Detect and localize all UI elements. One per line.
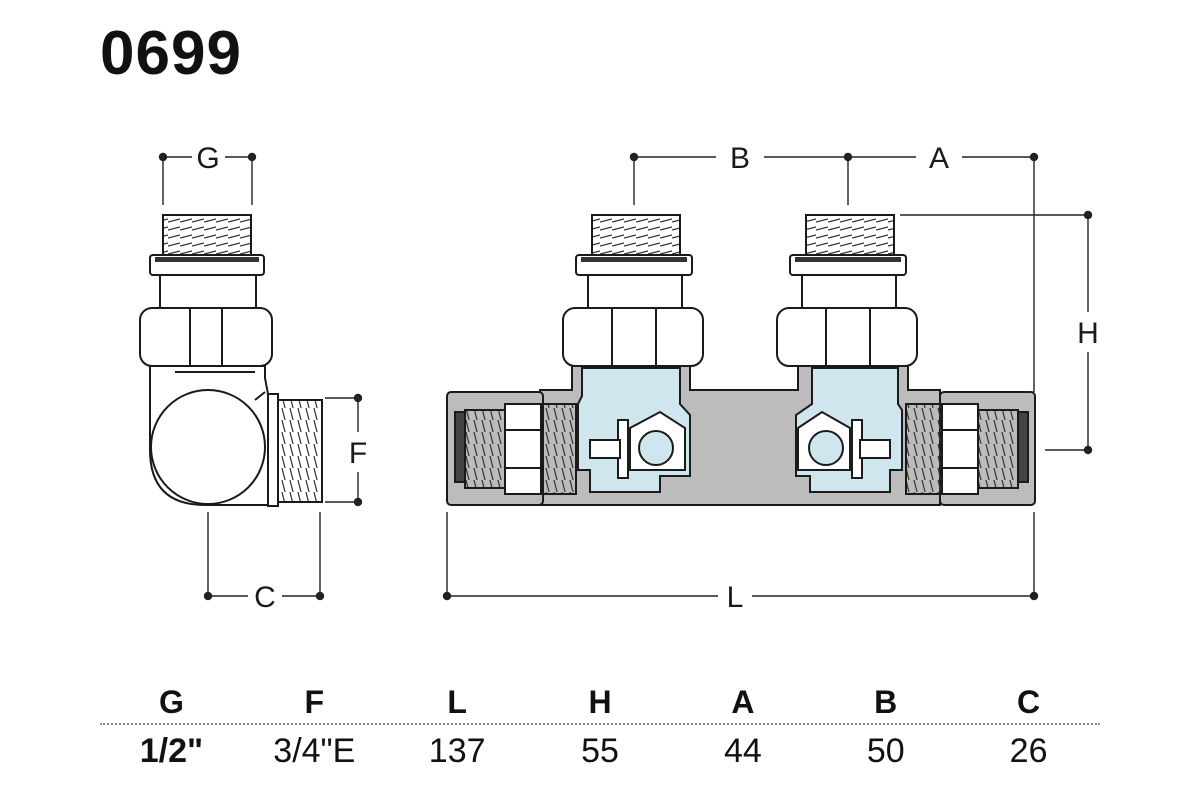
front-right-top-thread — [805, 214, 895, 256]
table-value-a: 44 — [723, 732, 762, 770]
table-value-c: 26 — [1009, 732, 1048, 770]
table-header-g: G — [158, 684, 184, 720]
table-divider — [100, 723, 1100, 725]
side-top-thread — [162, 214, 252, 256]
side-hex-nut — [139, 307, 273, 367]
side-collar — [159, 274, 257, 309]
technical-drawing: G F C B A H L — [139, 142, 1099, 614]
side-dimensions — [158, 152, 363, 601]
dim-label-f: F — [349, 437, 367, 470]
front-left-hex-nut — [562, 307, 704, 367]
table-header-c: C — [1017, 684, 1041, 720]
front-right-thread — [977, 409, 1019, 489]
table-header-row: G F L H A B C — [100, 683, 1100, 721]
side-round-cap — [150, 389, 266, 505]
front-left-thread — [464, 409, 506, 489]
table-value-h: 55 — [581, 732, 619, 770]
dim-label-l: L — [727, 581, 744, 614]
dim-label-a: A — [929, 142, 949, 175]
dimension-table: G F L H A B C 1/2" 3/4"E 137 55 44 50 26 — [100, 683, 1100, 773]
table-value-row: 1/2" 3/4"E 137 55 44 50 26 — [100, 729, 1100, 773]
table-value-l: 137 — [428, 732, 486, 770]
dim-label-c: C — [254, 581, 276, 614]
front-left-top-thread — [591, 214, 681, 256]
side-outlet-thread — [277, 399, 323, 503]
dim-label-g: G — [196, 142, 219, 175]
product-code-title: 0699 — [100, 19, 242, 88]
front-dimensions — [442, 152, 1093, 601]
table-value-g: 1/2" — [139, 732, 204, 770]
dim-label-b: B — [730, 142, 750, 175]
table-header-b: B — [874, 684, 898, 720]
front-left-ball — [638, 430, 674, 466]
table-header-a: A — [731, 684, 755, 720]
table-value-b: 50 — [866, 732, 905, 770]
dim-label-h: H — [1077, 317, 1099, 350]
side-view — [139, 214, 323, 507]
table-header-l: L — [447, 684, 467, 720]
table-value-f: 3/4"E — [273, 732, 356, 770]
table-header-f: F — [304, 684, 325, 720]
front-view — [446, 214, 1036, 506]
table-header-h: H — [588, 684, 612, 720]
front-right-hex-nut — [776, 307, 918, 367]
front-right-ball — [808, 430, 844, 466]
